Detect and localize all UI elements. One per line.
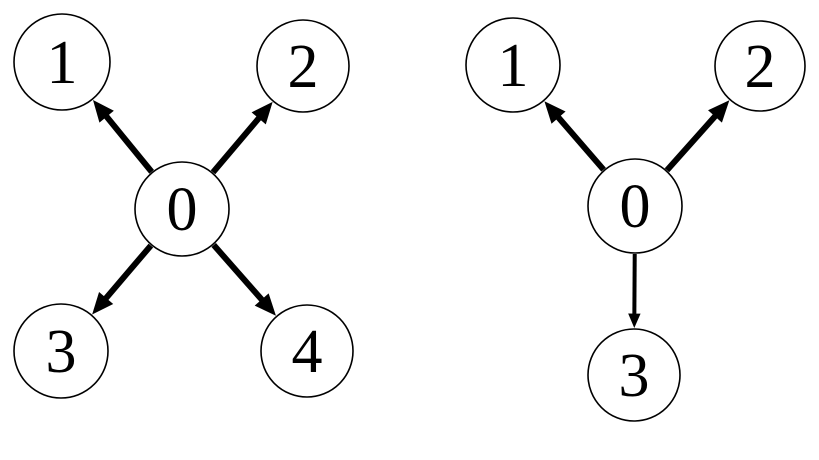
node-label: 1 xyxy=(47,29,78,97)
arrowhead-icon xyxy=(92,291,114,315)
node-circle[interactable] xyxy=(256,19,350,113)
node-4[interactable]: 4 xyxy=(260,304,354,398)
node-1[interactable]: 1 xyxy=(13,13,111,111)
node-3[interactable]: 3 xyxy=(587,328,681,422)
node-0[interactable]: 0 xyxy=(587,158,683,254)
edge-L0-L2 xyxy=(210,101,273,175)
edge-layer xyxy=(544,100,730,328)
node-circle[interactable] xyxy=(134,161,230,257)
node-circle[interactable] xyxy=(714,20,806,112)
edge-shaft xyxy=(211,243,265,303)
graph-right-graph: 0 1 2 3 xyxy=(465,17,806,422)
arrowhead-icon xyxy=(251,101,273,125)
node-label: 3 xyxy=(619,342,650,410)
node-label: 1 xyxy=(498,32,529,100)
node-label: 0 xyxy=(620,173,651,241)
edge-L0-L4 xyxy=(211,243,276,316)
edge-R0-R3 xyxy=(628,253,641,328)
node-circle[interactable] xyxy=(465,17,561,113)
node-circle[interactable] xyxy=(587,328,681,422)
node-2[interactable]: 2 xyxy=(256,19,350,113)
node-label: 3 xyxy=(46,318,77,386)
arrowhead-icon xyxy=(628,313,641,328)
edge-L0-L1 xyxy=(92,99,154,174)
edge-L0-L3 xyxy=(92,243,154,315)
arrowhead-icon xyxy=(92,99,114,123)
edge-R0-R1 xyxy=(544,101,606,172)
edge-shaft xyxy=(555,114,606,172)
node-circle[interactable] xyxy=(13,303,109,399)
node-label: 4 xyxy=(292,318,323,386)
graph-left-graph: 0 1 2 3 4 xyxy=(13,13,354,399)
node-2[interactable]: 2 xyxy=(714,20,806,112)
edge-shaft xyxy=(102,243,154,302)
node-circle[interactable] xyxy=(13,13,111,111)
node-layer: 0 1 2 3 xyxy=(465,17,806,422)
node-circle[interactable] xyxy=(260,304,354,398)
edge-shaft xyxy=(103,113,154,174)
node-circle[interactable] xyxy=(587,158,683,254)
edge-R0-R2 xyxy=(664,100,730,173)
arrowhead-icon xyxy=(254,293,276,316)
node-layer: 0 1 2 3 4 xyxy=(13,13,354,399)
node-1[interactable]: 1 xyxy=(465,17,561,113)
node-label: 2 xyxy=(745,33,776,101)
node-0[interactable]: 0 xyxy=(134,161,230,257)
edge-shaft xyxy=(210,115,262,175)
arrowhead-icon xyxy=(708,100,730,123)
edge-layer xyxy=(92,99,276,316)
edge-shaft xyxy=(664,113,719,173)
arrowhead-icon xyxy=(544,101,566,124)
node-label: 0 xyxy=(167,176,198,244)
node-3[interactable]: 3 xyxy=(13,303,109,399)
node-label: 2 xyxy=(288,33,319,101)
